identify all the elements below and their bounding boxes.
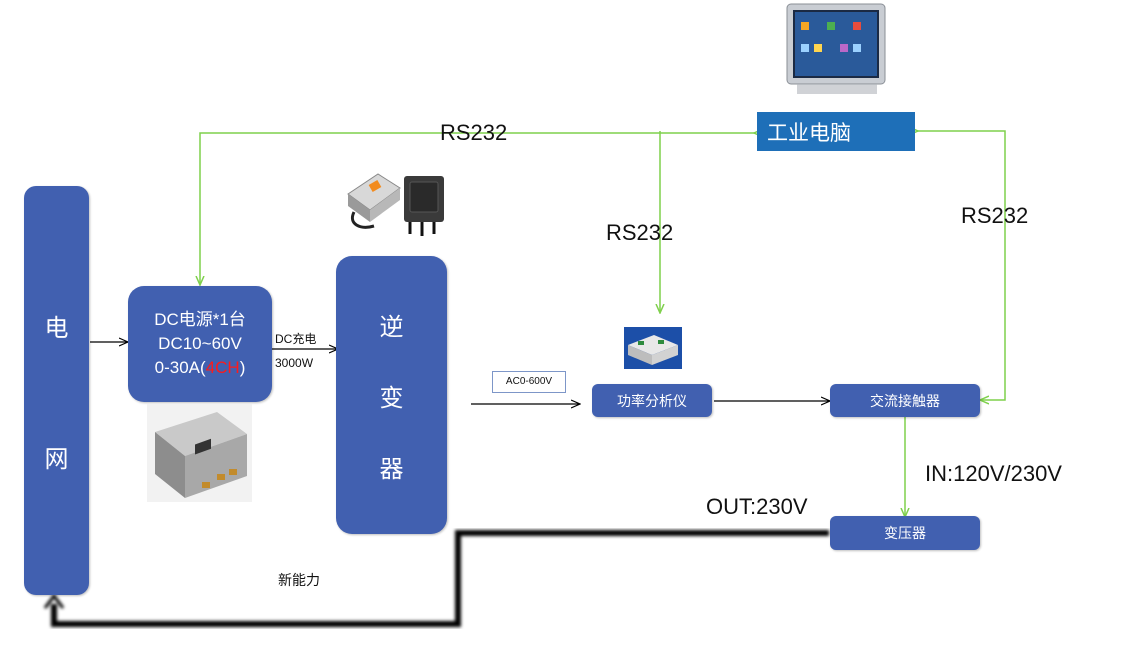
power-grid-char-2: 网	[44, 445, 69, 473]
power-analyzer-label: 功率分析仪	[617, 392, 687, 409]
inverter-char-2: 变	[379, 384, 404, 412]
rs232-mid-label: RS232	[606, 220, 674, 245]
dc-source-line1: DC电源*1台	[154, 310, 246, 329]
in-voltage-label: IN:120V/230V	[925, 461, 1062, 486]
industrial-pc-label: 工业电脑	[767, 121, 851, 145]
new-energy-label: 新能力	[278, 572, 320, 588]
out-voltage-label: OUT:230V	[706, 494, 808, 519]
inverter-char-1: 逆	[379, 313, 404, 341]
inverter-device-image	[347, 173, 444, 236]
power-analyzer-image	[624, 327, 682, 369]
ac-range-label: AC0-600V	[492, 371, 566, 393]
dc-charge-power: 3000W	[275, 356, 314, 370]
ac-contactor-box: 交流接触器	[830, 384, 980, 417]
dc-power-source-box: DC电源*1台 DC10~60V 0-30A(4CH)	[128, 286, 272, 402]
rs232-line-contactor	[917, 131, 1006, 400]
dc-source-line3: 0-30A(4CH)	[154, 358, 246, 377]
ac-contactor-label: 交流接触器	[870, 392, 940, 409]
inverter-char-3: 器	[379, 455, 404, 483]
power-grid-char-1: 电	[44, 314, 69, 342]
dc-power-supply-image	[147, 404, 252, 502]
power-analyzer-box: 功率分析仪	[592, 384, 712, 417]
dc-source-line2: DC10~60V	[158, 334, 242, 353]
transformer-label: 变压器	[884, 525, 926, 541]
industrial-pc-image	[786, 3, 886, 94]
channel-count: 4CH	[205, 358, 240, 377]
dc-charge-label: DC充电	[275, 332, 317, 346]
industrial-pc-box: 工业电脑	[757, 112, 915, 151]
rs232-top-label: RS232	[440, 120, 508, 145]
rs232-right-label: RS232	[961, 203, 1029, 228]
return-power-line	[43, 530, 829, 627]
inverter-box: 逆 变 器	[336, 256, 447, 534]
transformer-box: 变压器	[830, 516, 980, 550]
rs232-line-dc-source	[200, 133, 755, 284]
power-grid-box: 电 网	[24, 186, 89, 595]
